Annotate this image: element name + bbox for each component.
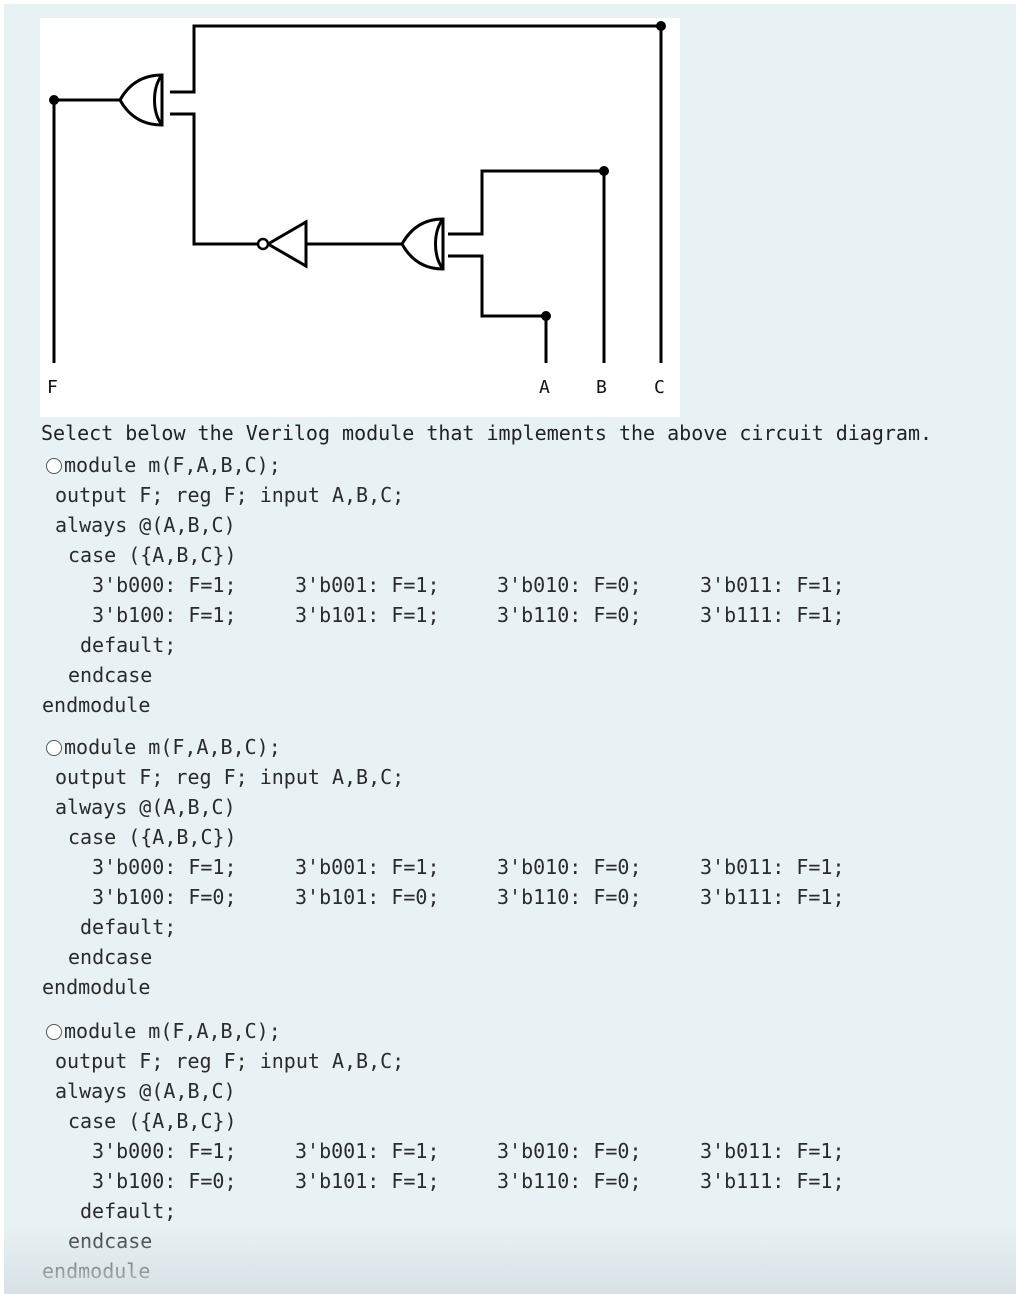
wire-a-to-or xyxy=(448,254,546,318)
case-entry: 3'b011: F=1; xyxy=(700,573,845,597)
case-entry: 3'b100: F=0; xyxy=(92,885,237,909)
terminal-dot-c xyxy=(656,21,666,31)
code-endcase: endcase xyxy=(68,663,153,687)
terminal-dot-f xyxy=(49,95,59,105)
case-entry: 3'b011: F=1; xyxy=(700,1139,845,1163)
circuit-svg xyxy=(49,21,666,363)
code-endmodule: endmodule xyxy=(42,693,151,717)
not-gate xyxy=(265,219,308,269)
case-entry: 3'b101: F=1; xyxy=(295,603,440,627)
code-decl: output F; reg F; input A,B,C; xyxy=(55,1049,405,1073)
case-entry: 3'b000: F=1; xyxy=(92,855,237,879)
case-entry: 3'b001: F=1; xyxy=(295,855,440,879)
code-always: always @(A,B,C) xyxy=(55,1079,236,1103)
bottom-shadow xyxy=(4,1224,1016,1294)
question-panel: F A B C Select below the Verilog module … xyxy=(4,4,1016,1294)
case-entry: 3'b001: F=1; xyxy=(295,573,440,597)
code-always: always @(A,B,C) xyxy=(55,795,236,819)
radio-button[interactable] xyxy=(46,740,62,756)
code-default: default; xyxy=(80,633,177,657)
code-case: case ({A,B,C}) xyxy=(68,543,237,567)
case-entry: 3'b111: F=1; xyxy=(700,1169,845,1193)
case-entry: 3'b101: F=1; xyxy=(295,1169,440,1193)
case-entry: 3'b010: F=0; xyxy=(497,1139,642,1163)
terminal-dot-b xyxy=(599,166,609,176)
answer-option-2[interactable]: module m(F,A,B,C); output F; reg F; inpu… xyxy=(4,732,1016,1002)
case-entry: 3'b110: F=0; xyxy=(497,885,642,909)
question-prompt: Select below the Verilog module that imp… xyxy=(41,421,933,445)
case-entry: 3'b110: F=0; xyxy=(497,603,642,627)
code-header: module m(F,A,B,C); xyxy=(64,453,281,477)
code-default: default; xyxy=(80,1199,177,1223)
case-entry: 3'b000: F=1; xyxy=(92,1139,237,1163)
answer-option-1[interactable]: module m(F,A,B,C); output F; reg F; inpu… xyxy=(4,450,1016,720)
label-b: B xyxy=(596,377,607,398)
wire-c-to-or xyxy=(170,24,661,94)
case-entry: 3'b001: F=1; xyxy=(295,1139,440,1163)
label-c: C xyxy=(654,377,665,398)
wire-b-to-or xyxy=(448,169,604,236)
case-entry: 3'b101: F=0; xyxy=(295,885,440,909)
code-header: module m(F,A,B,C); xyxy=(64,735,281,759)
answer-option-3[interactable]: module m(F,A,B,C); output F; reg F; inpu… xyxy=(4,1016,1016,1286)
code-decl: output F; reg F; input A,B,C; xyxy=(55,765,405,789)
case-entry: 3'b010: F=0; xyxy=(497,855,642,879)
code-endmodule: endmodule xyxy=(42,975,151,999)
code-endcase: endcase xyxy=(68,945,153,969)
code-default: default; xyxy=(80,915,177,939)
case-entry: 3'b000: F=1; xyxy=(92,573,237,597)
case-entry: 3'b110: F=0; xyxy=(497,1169,642,1193)
not-bubble xyxy=(256,237,270,251)
or-gate-2 xyxy=(400,217,445,271)
code-case: case ({A,B,C}) xyxy=(68,825,237,849)
or-gate-1 xyxy=(118,73,164,127)
case-entry: 3'b100: F=0; xyxy=(92,1169,237,1193)
label-a: A xyxy=(539,377,550,398)
case-entry: 3'b111: F=1; xyxy=(700,885,845,909)
code-always: always @(A,B,C) xyxy=(55,513,236,537)
label-f: F xyxy=(47,377,58,398)
case-entry: 3'b010: F=0; xyxy=(497,573,642,597)
case-entry: 3'b100: F=1; xyxy=(92,603,237,627)
radio-button[interactable] xyxy=(46,458,62,474)
radio-button[interactable] xyxy=(46,1024,62,1040)
circuit-diagram: F A B C xyxy=(40,18,680,417)
case-entry: 3'b011: F=1; xyxy=(700,855,845,879)
wire-not-to-or1 xyxy=(170,112,268,246)
code-case: case ({A,B,C}) xyxy=(68,1109,237,1133)
case-entry: 3'b111: F=1; xyxy=(700,603,845,627)
terminal-dot-a xyxy=(541,311,551,321)
code-header: module m(F,A,B,C); xyxy=(64,1019,281,1043)
code-decl: output F; reg F; input A,B,C; xyxy=(55,483,405,507)
